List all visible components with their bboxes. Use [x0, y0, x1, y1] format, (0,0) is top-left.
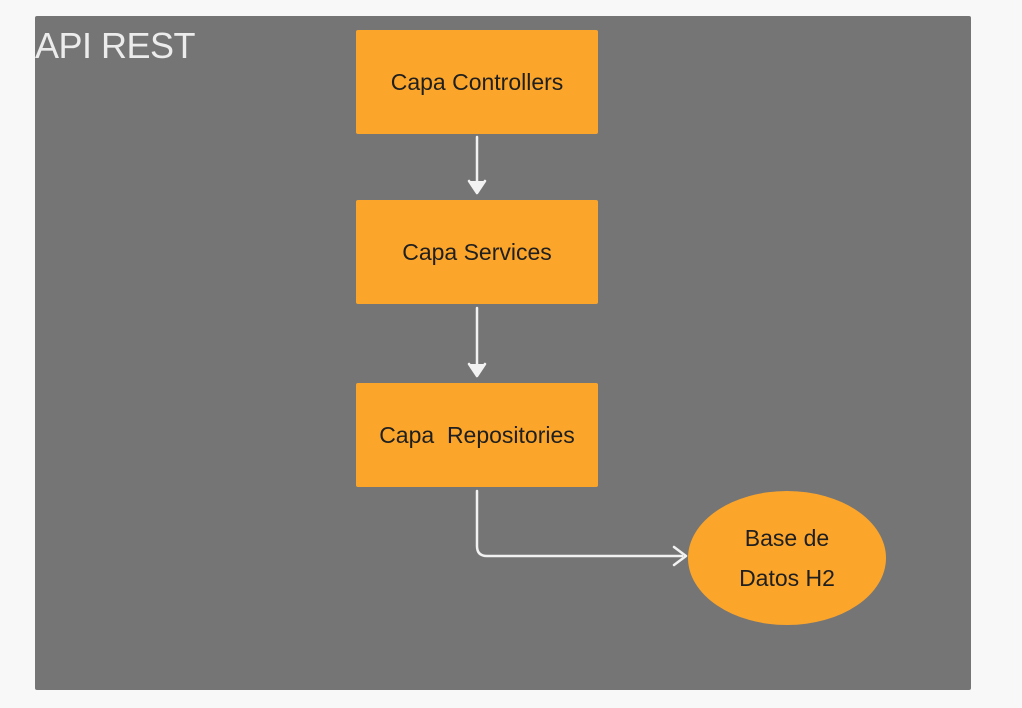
controllers-layer-box: Capa Controllers: [356, 30, 598, 134]
container-title: API REST: [35, 25, 196, 66]
services-layer-box: Capa Services: [356, 200, 598, 304]
database-label-line2: Datos H2: [739, 565, 835, 591]
database-node: Base de Datos H2: [688, 491, 886, 625]
database-label-line1: Base de: [744, 525, 830, 551]
repositories-layer-box: Capa Repositories: [356, 383, 598, 487]
